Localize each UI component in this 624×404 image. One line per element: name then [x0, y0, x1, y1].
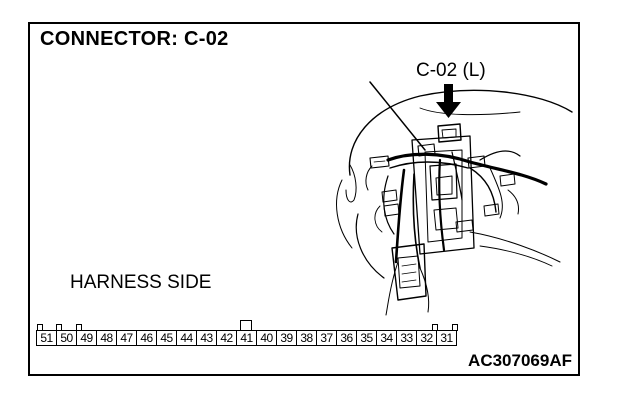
connector-pin-strip: 51 50 49 48 47 46 45 44 43 42 41 40 39 3…: [36, 320, 460, 348]
connector-pin: 50: [56, 330, 77, 346]
diagram-frame: [28, 22, 580, 376]
connector-pin: 44: [176, 330, 197, 346]
connector-pin: 40: [256, 330, 277, 346]
connector-pin: 31: [436, 330, 457, 346]
connector-pin: 48: [96, 330, 117, 346]
reference-code: AC307069AF: [468, 351, 572, 370]
connector-pin: 38: [296, 330, 317, 346]
connector-pin: 41: [236, 330, 257, 346]
connector-pin: 39: [276, 330, 297, 346]
connector-pin: 33: [396, 330, 417, 346]
connector-pin: 42: [216, 330, 237, 346]
connector-pin: 49: [76, 330, 97, 346]
connector-pin: 43: [196, 330, 217, 346]
connector-latch-tab: [432, 324, 438, 331]
connector-callout-label: C-02 (L): [416, 60, 486, 81]
connector-pin: 45: [156, 330, 177, 346]
harness-side-label: HARNESS SIDE: [70, 272, 212, 293]
diagram-title: CONNECTOR: C-02: [40, 28, 229, 50]
connector-pin: 37: [316, 330, 337, 346]
connector-latch-tab: [452, 324, 458, 331]
connector-pin: 35: [356, 330, 377, 346]
connector-pin: 36: [336, 330, 357, 346]
connector-pin: 51: [36, 330, 57, 346]
connector-key: [240, 320, 252, 331]
connector-latch-tab: [56, 324, 62, 331]
connector-pin: 32: [416, 330, 437, 346]
connector-pin: 34: [376, 330, 397, 346]
connector-pin: 47: [116, 330, 137, 346]
connector-latch-tab: [37, 324, 43, 331]
connector-latch-tab: [76, 324, 82, 331]
connector-pin: 46: [136, 330, 157, 346]
